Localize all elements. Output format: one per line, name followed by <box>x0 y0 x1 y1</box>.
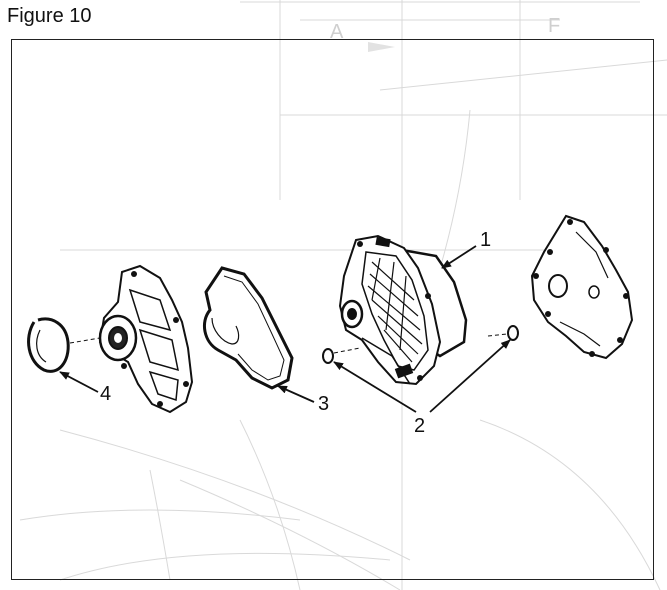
pump-body-center <box>338 234 442 386</box>
leader-2a <box>333 361 417 413</box>
callout-leaders <box>59 245 511 413</box>
figure-frame <box>11 39 654 580</box>
gasket-part-3 <box>202 266 294 390</box>
leader-3 <box>277 385 315 403</box>
leader-1 <box>441 245 477 269</box>
figure-title: Figure 10 <box>7 5 92 27</box>
callout-2: 2 <box>414 415 425 437</box>
o-rings-part-2 <box>322 325 519 364</box>
snap-ring-part-4 <box>27 317 101 373</box>
cover-plate-right <box>530 214 634 360</box>
bg-label-f: F <box>548 15 560 37</box>
leader-4 <box>59 371 99 393</box>
leader-2b <box>429 339 511 413</box>
housing-end-cover <box>98 264 194 414</box>
callout-4: 4 <box>100 383 111 405</box>
callout-3: 3 <box>318 393 329 415</box>
callout-1: 1 <box>480 229 491 251</box>
bg-label-a: A <box>330 21 344 43</box>
